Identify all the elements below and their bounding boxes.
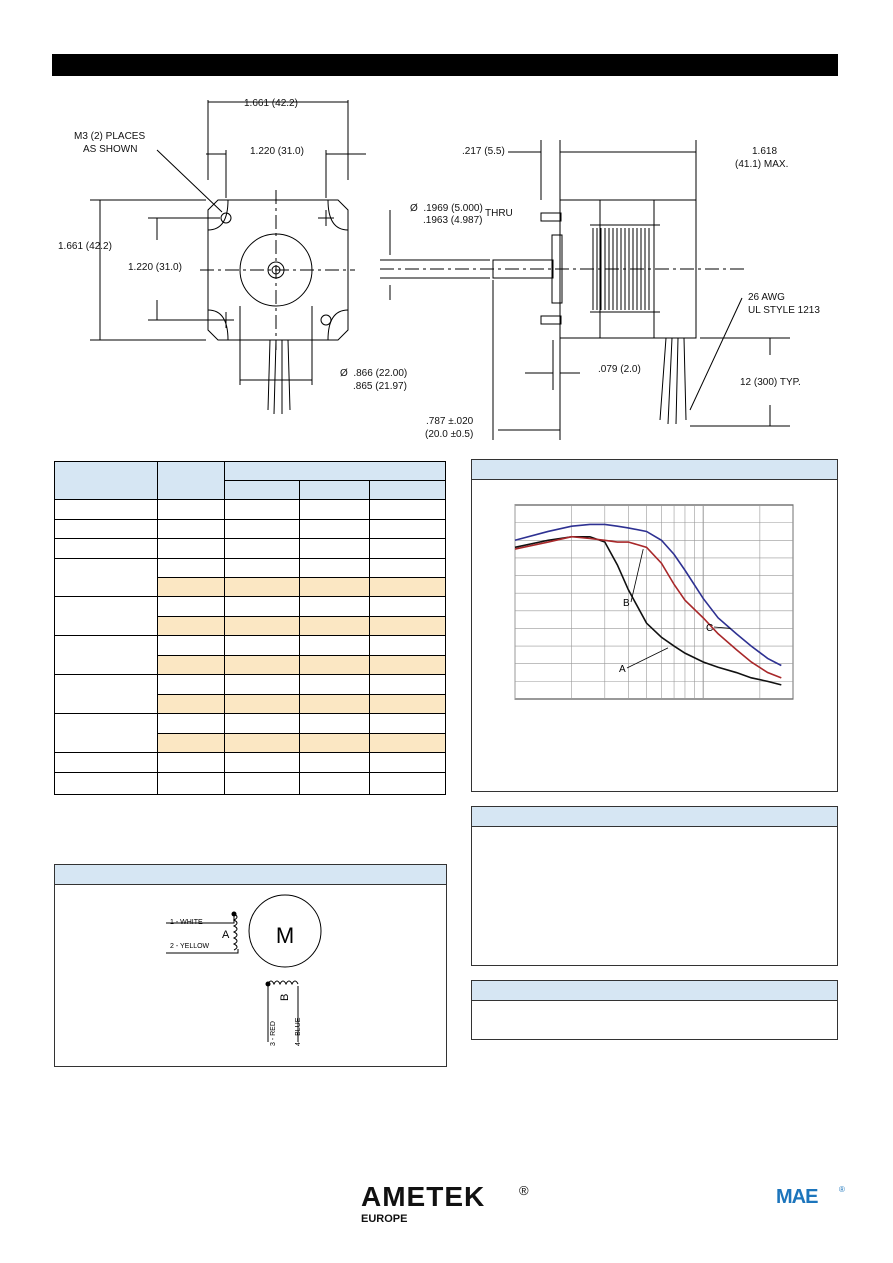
shaft-length-front: .217 (5.5)	[462, 146, 505, 157]
curve-label-leader	[630, 549, 644, 603]
curve-label-leader	[713, 626, 731, 629]
wiring-diagram: M A B 1 - WHITE 2 - YELLOW 3 - RED 4 - B…	[166, 894, 322, 1046]
wiring-panel-header	[55, 865, 446, 885]
wire3-label: 3 - RED	[270, 1021, 277, 1046]
options-panel	[471, 980, 838, 1040]
pilot-depth: .079 (2.0)	[598, 364, 641, 375]
phase-b-leads	[267, 984, 299, 1042]
front-hole-spacing-width: 1.220 (31.0)	[250, 146, 304, 157]
spec-row-highlight	[157, 655, 446, 674]
spec-row-highlight	[157, 577, 446, 596]
performance-panel	[471, 459, 838, 792]
notes-panel-header	[472, 807, 837, 827]
lead-length: 12 (300) TYP.	[740, 377, 801, 388]
mae-registered-mark: ®	[839, 1185, 845, 1194]
wire2-label: 2 - YELLOW	[170, 943, 210, 950]
pilot-dia-line2: .865 (21.97)	[353, 381, 407, 392]
spec-row-highlight	[157, 616, 446, 635]
technical-drawing	[90, 100, 790, 440]
shaft-dia-line2: .1963 (4.987)	[423, 215, 483, 226]
front-view-outline	[207, 199, 349, 341]
curve-label-c: C	[706, 623, 713, 634]
spec-table	[54, 461, 446, 795]
spec-row-highlight	[157, 733, 446, 752]
wire4-label: 4 - BLUE	[295, 1017, 302, 1046]
phase-a-leads	[166, 914, 239, 954]
ametek-region: EUROPE	[361, 1213, 408, 1225]
shaft-ext-line1: .787 ±.020	[426, 416, 474, 427]
spec-row-highlight	[157, 694, 446, 713]
ametek-registered-mark: ®	[519, 1183, 529, 1198]
body-length-line1: 1.618	[752, 146, 778, 157]
header-bar	[52, 54, 838, 76]
pilot-dia-line1: Ø .866 (22.00)	[340, 368, 408, 379]
motor-letter: M	[276, 923, 294, 948]
mount-hole-bottom-right	[320, 314, 332, 326]
curve-a	[514, 535, 782, 686]
mount-note-line2: AS SHOWN	[83, 144, 138, 155]
front-height-overall: 1.661 (42.2)	[58, 241, 112, 252]
shaft-dia-thru: THRU	[485, 208, 513, 219]
phase-a-label: A	[222, 929, 230, 941]
curve-b	[514, 535, 782, 679]
mount-hole-top-left	[220, 212, 232, 224]
motor-circle	[248, 894, 322, 968]
curve-label-a: A	[619, 664, 626, 675]
phase-b-label: B	[279, 994, 291, 1001]
performance-chart: A B C	[514, 504, 794, 700]
shaft-ext-line2: (20.0 ±0.5)	[425, 429, 474, 440]
wiring-panel	[54, 864, 447, 1067]
body-length-line2: (41.1) MAX.	[735, 159, 789, 170]
front-width-overall: 1.661 (42.2)	[244, 98, 298, 109]
curve-c	[514, 523, 782, 667]
shaft-dia-line1: Ø .1969 (5.000)	[410, 203, 483, 214]
options-panel-header	[472, 981, 837, 1001]
wire-gauge: 26 AWG	[748, 292, 785, 303]
notes-panel	[471, 806, 838, 966]
mount-note-line1: M3 (2) PLACES	[74, 131, 146, 142]
phase-b-coil	[267, 980, 299, 986]
wire-style: UL STYLE 1213	[748, 305, 820, 316]
mae-logo: MAE	[776, 1186, 818, 1208]
curve-label-b: B	[623, 598, 630, 609]
front-hole-spacing-height: 1.220 (31.0)	[128, 262, 182, 273]
performance-panel-header	[472, 460, 837, 480]
chart-plot-area	[514, 504, 794, 700]
phase-a-coil	[232, 913, 238, 951]
curve-label-leader	[626, 647, 669, 669]
ametek-logo: AMETEK	[361, 1181, 486, 1212]
wire1-label: 1 - WHITE	[170, 919, 203, 926]
